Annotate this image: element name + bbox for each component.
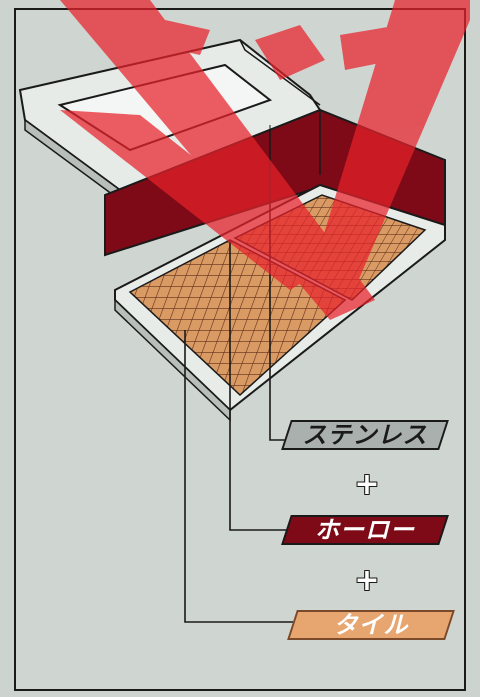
plus-sign: + — [354, 467, 380, 502]
enamel-label: ホーロー — [281, 515, 449, 545]
stamp-watermark — [60, 0, 470, 320]
tile-label: タイル — [287, 610, 455, 640]
plus-sign: + — [354, 563, 380, 598]
stainless-label: ステンレス — [281, 420, 449, 450]
